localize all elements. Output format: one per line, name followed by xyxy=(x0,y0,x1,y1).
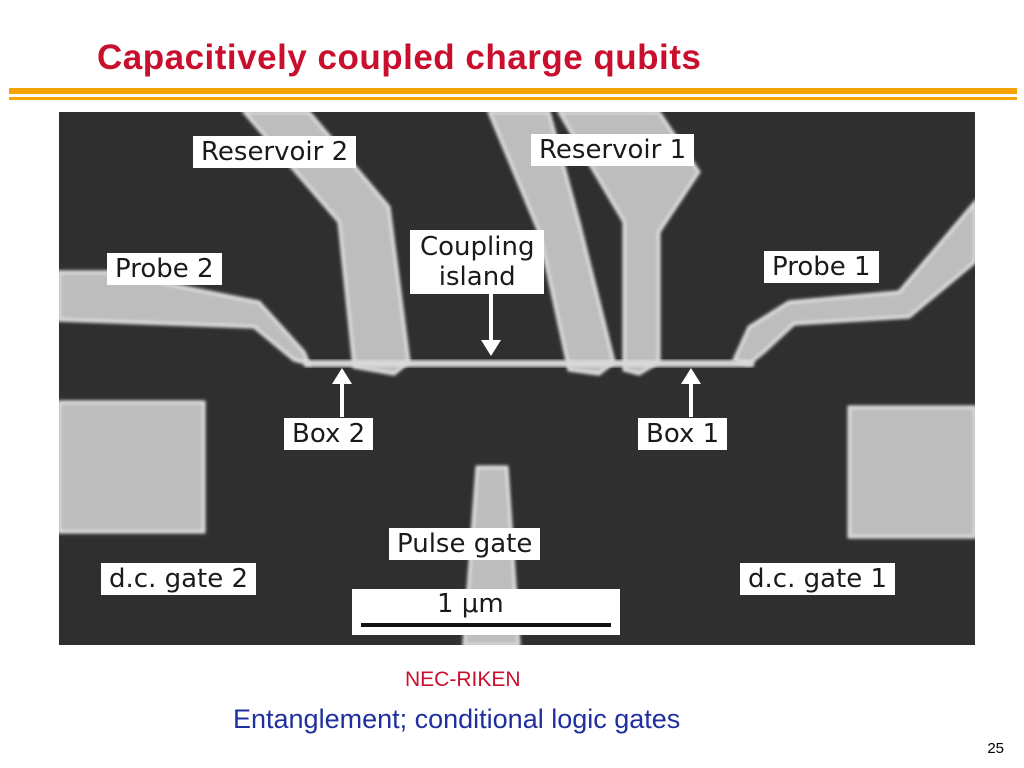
label-scale-bar: 1 μm xyxy=(437,589,504,619)
label-box-1: Box 1 xyxy=(638,418,728,450)
label-coupling-line-1: Coupling xyxy=(420,232,535,262)
page-number: 25 xyxy=(987,740,1004,757)
label-reservoir-1: Reservoir 1 xyxy=(531,134,695,166)
source-caption: NEC-RIKEN xyxy=(405,668,521,691)
label-pulse-gate: Pulse gate xyxy=(389,528,541,560)
label-probe-1: Probe 1 xyxy=(764,251,879,283)
sem-micrograph: Reservoir 2 Reservoir 1 Coupling island … xyxy=(59,112,975,645)
label-reservoir-2: Reservoir 2 xyxy=(193,136,357,168)
label-probe-2: Probe 2 xyxy=(107,253,222,285)
slide-subtitle: Entanglement; conditional logic gates xyxy=(233,704,681,734)
label-coupling-island: Coupling island xyxy=(410,230,545,294)
label-dc-gate-1: d.c. gate 1 xyxy=(740,563,896,595)
micrograph-drawing xyxy=(59,112,975,645)
slide-title: Capacitively coupled charge qubits xyxy=(97,38,702,77)
title-underline-thick xyxy=(9,88,1017,94)
label-box-2: Box 2 xyxy=(284,418,374,450)
label-dc-gate-2: d.c. gate 2 xyxy=(101,563,257,595)
label-coupling-line-2: island xyxy=(438,262,516,292)
title-underline-thin xyxy=(9,97,1017,100)
